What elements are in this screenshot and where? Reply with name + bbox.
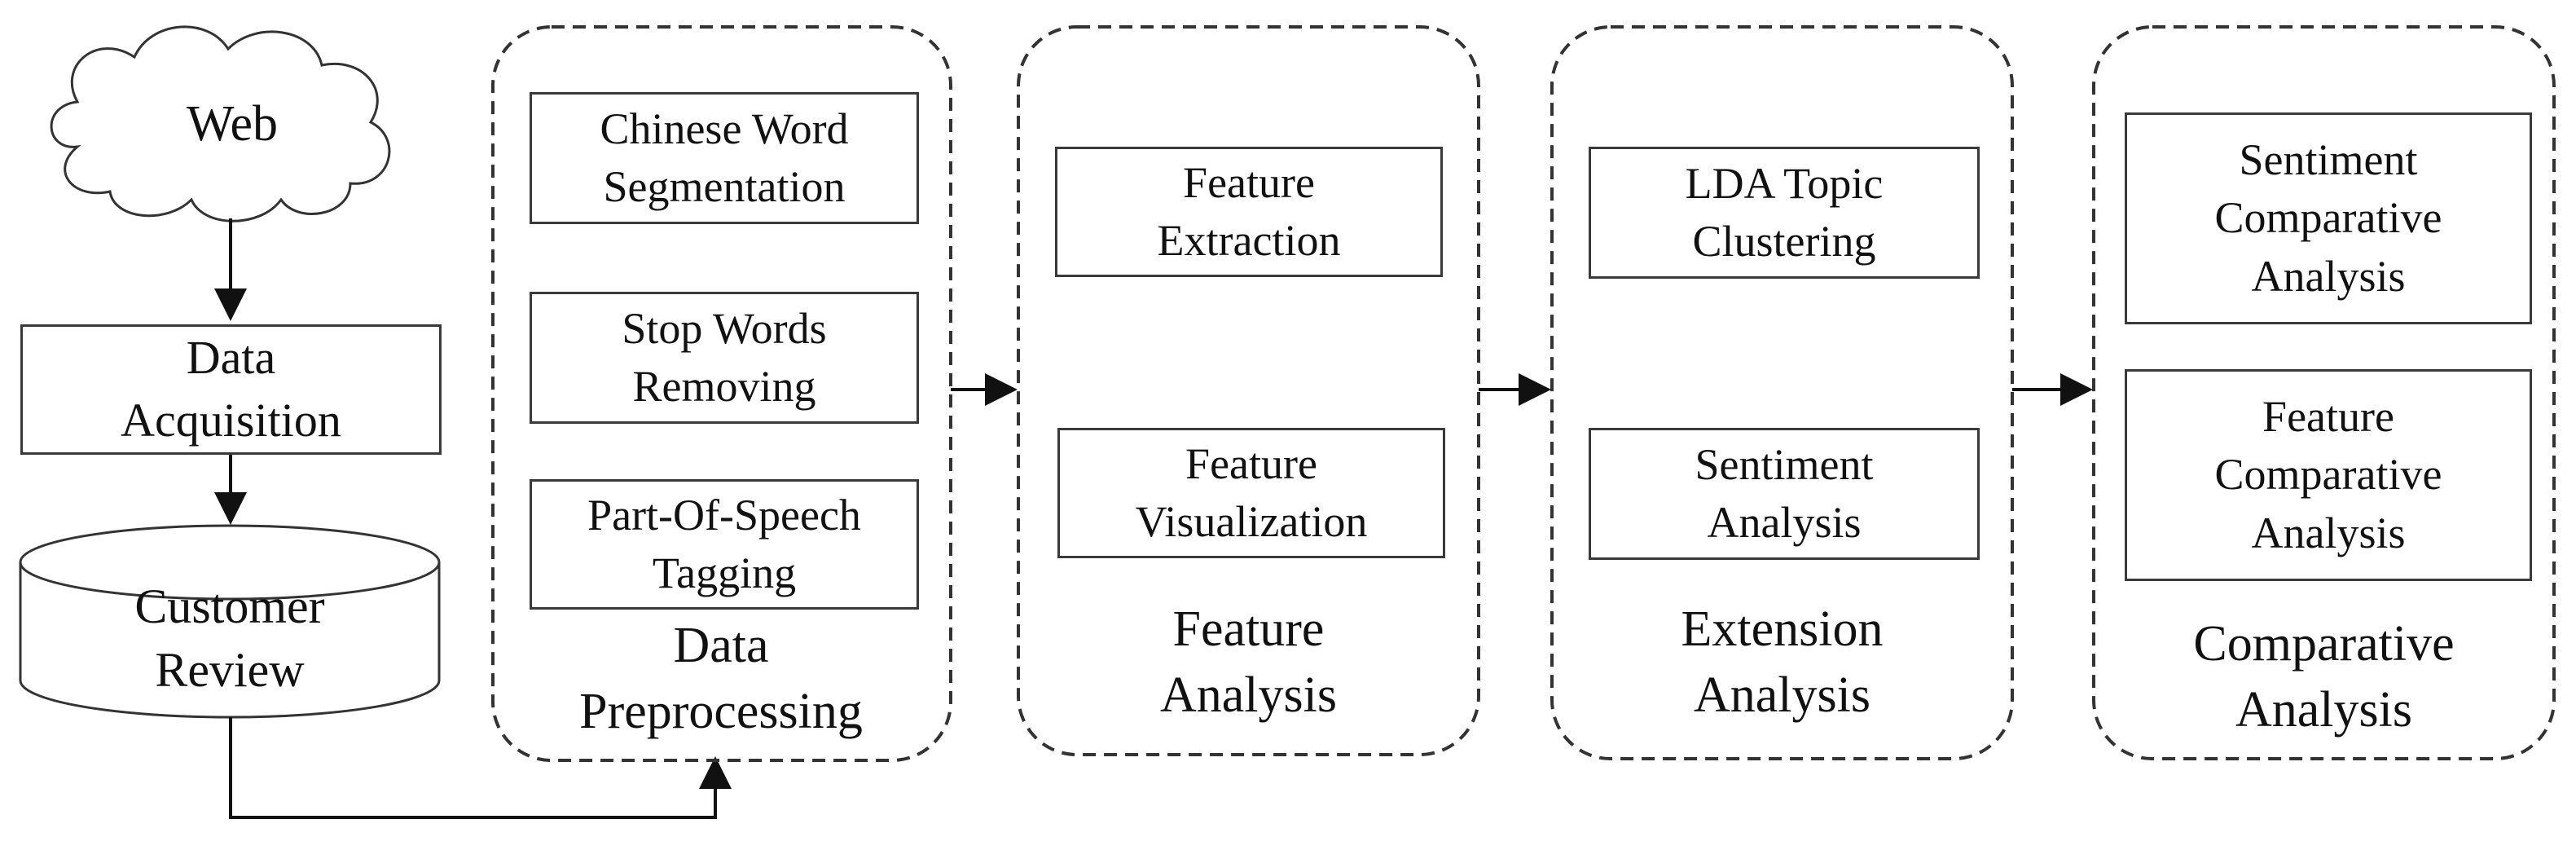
sentiment-comparative-analysis-box: Sentiment Comparative Analysis <box>2125 112 2532 324</box>
sentiment-analysis-box: Sentiment Analysis <box>1589 428 1980 560</box>
chinese-word-segmentation-label: Chinese Word Segmentation <box>600 103 849 211</box>
customer-review-label: Customer Review <box>134 579 325 697</box>
stage-container-feature-analysis <box>1017 25 1480 756</box>
part-of-speech-tagging-label: Part-Of-Speech Tagging <box>587 490 861 597</box>
extension-analysis-title: Extension Analysis <box>1681 601 1884 723</box>
lda-topic-clustering-box: LDA Topic Clustering <box>1589 147 1980 279</box>
comparative-analysis-title: Comparative Analysis <box>2193 616 2455 738</box>
data-preprocessing-title: Data Preprocessing <box>579 618 863 739</box>
stage-container-extension-analysis <box>1550 25 2014 760</box>
web-cloud-shape <box>50 25 391 222</box>
feature-visualization-label: Feature Visualization <box>1135 438 1368 546</box>
feature-analysis-title: Feature Analysis <box>1160 601 1337 723</box>
feature-visualization-box: Feature Visualization <box>1057 428 1445 558</box>
data-acquisition-box: Data Acquisition <box>20 324 442 455</box>
sentiment-comparative-analysis-label: Sentiment Comparative Analysis <box>2214 135 2442 301</box>
data-acquisition-label: Data Acquisition <box>121 331 341 447</box>
feature-comparative-analysis-box: Feature Comparative Analysis <box>2125 369 2532 581</box>
stop-words-removing-label: Stop Words Removing <box>622 303 827 411</box>
part-of-speech-tagging-box: Part-Of-Speech Tagging <box>530 479 919 610</box>
feature-extraction-label: Feature Extraction <box>1157 157 1341 265</box>
lda-topic-clustering-label: LDA Topic Clustering <box>1685 158 1884 266</box>
arrow-review-to-preprocessing <box>229 717 732 819</box>
stage-container-comparative-analysis <box>2092 25 2556 760</box>
stage-container-data-preprocessing <box>491 25 952 762</box>
chinese-word-segmentation-box: Chinese Word Segmentation <box>530 92 919 224</box>
web-label: Web <box>186 96 279 152</box>
sentiment-analysis-label: Sentiment Analysis <box>1695 439 1874 547</box>
database-icon <box>19 524 441 719</box>
feature-extraction-box: Feature Extraction <box>1055 147 1443 277</box>
stop-words-removing-box: Stop Words Removing <box>530 292 919 424</box>
feature-comparative-analysis-label: Feature Comparative Analysis <box>2214 392 2442 557</box>
